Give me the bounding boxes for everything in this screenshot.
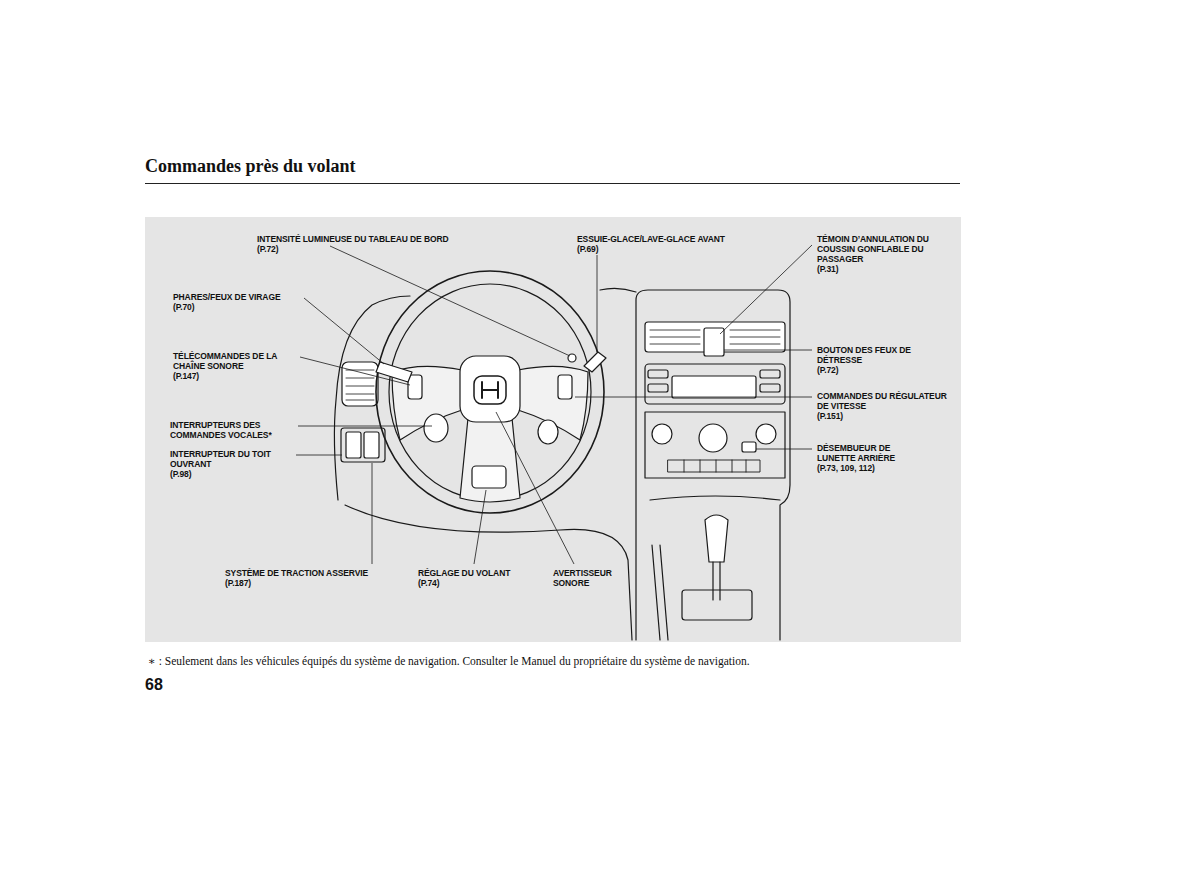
footnote: ∗ : Seulement dans les véhicules équipés…: [148, 654, 750, 668]
dashboard-drawing: [334, 271, 790, 640]
callout-label: COMMANDES DU RÉGULATEUR DE VITESSE: [817, 391, 952, 411]
wheel-rim: [376, 271, 604, 513]
page-number: 68: [145, 676, 185, 694]
shift-rod: [713, 562, 720, 600]
tilt-lever: [472, 466, 506, 488]
light-stalk: [376, 362, 412, 382]
page-reference: (P.72): [257, 244, 517, 254]
leader-lines: [296, 245, 812, 564]
callout-label: TÉMOIN D’ANNULATION DU COUSSIN GONFLABLE…: [817, 234, 935, 264]
wheel-hub: [460, 356, 520, 422]
callout-label: SYSTÈME DE TRACTION ASSERVIE: [225, 568, 405, 578]
page-title: Commandes près du volant: [145, 155, 356, 177]
page-reference: (P.73, 109, 112): [817, 463, 925, 473]
knee-panel: [345, 505, 632, 640]
leader-line: [300, 357, 410, 385]
leader-line: [474, 490, 486, 564]
bottom-spoke: [460, 418, 520, 502]
radio-display: [672, 376, 756, 398]
page-reference: (P.147): [173, 371, 291, 381]
page-reference: (P.70): [173, 302, 313, 312]
hazard-button: [704, 328, 724, 356]
callout-label: PHARES/FEUX DE VIRAGE: [173, 292, 313, 302]
traction-switch: [346, 432, 361, 458]
switch-panel: [341, 428, 385, 462]
callout-label: ESSUIE-GLACE/LAVE-GLACE AVANT: [577, 234, 777, 244]
leader-line: [720, 245, 812, 334]
callout-label: AVERTISSEUR SONORE: [553, 568, 625, 588]
leader-line: [304, 298, 384, 364]
shift-gate: [682, 590, 752, 620]
radio: [645, 364, 785, 404]
leader-line: [724, 350, 812, 351]
defrost-button: [742, 442, 756, 452]
leader-line: [330, 246, 570, 356]
climate-panel: [645, 412, 785, 478]
leader-line: [298, 426, 432, 427]
emblem: [474, 376, 506, 404]
page-reference: (P.98): [170, 469, 288, 479]
callout-label: INTERRUPTEURS DES COMMANDES VOCALES*: [170, 420, 294, 440]
callout-label: TÉLÉCOMMANDES DE LA CHAÎNE SONORE: [173, 351, 291, 371]
console: [636, 290, 790, 640]
radio-button: [760, 384, 780, 392]
dash-top: [600, 288, 636, 292]
spoke-button: [538, 420, 558, 444]
callout-label: BOUTON DES FEUX DE DÉTRESSE: [817, 345, 929, 365]
climate-knob: [756, 424, 776, 444]
radio-button: [760, 370, 780, 378]
voice-button: [424, 414, 448, 442]
page-reference: (P.31): [817, 264, 935, 274]
parking-brake: [652, 545, 668, 640]
radio-button: [648, 384, 668, 392]
page-reference: (P.69): [577, 244, 777, 254]
title-rule: [145, 183, 960, 184]
leader-line: [296, 455, 342, 456]
leader-line: [756, 449, 812, 450]
sunroof-switch: [364, 432, 379, 458]
leader-line: [496, 412, 574, 564]
climate-knob: [699, 424, 727, 452]
emblem-mark: [482, 382, 498, 398]
audio-remote: [408, 375, 422, 399]
leader-line: [372, 463, 373, 564]
page-reference: (P.151): [817, 411, 952, 421]
leader-line: [597, 255, 598, 352]
page-reference: (P.187): [225, 578, 405, 588]
callout-label: DÉSEMBUEUR DE LUNETTE ARRIÈRE: [817, 443, 925, 463]
radio-button: [648, 370, 668, 378]
wheel-rim-inner: [389, 284, 591, 500]
wiper-stalk: [584, 352, 606, 372]
figure-panel: [145, 217, 961, 642]
page-reference: (P.72): [817, 365, 929, 375]
callout-label: RÉGLAGE DU VOLANT: [418, 568, 538, 578]
cruise-buttons: [558, 375, 572, 399]
page-reference: (P.74): [418, 578, 538, 588]
left-vent: [342, 362, 378, 406]
button-row: [668, 460, 760, 472]
console-lip: [650, 496, 780, 500]
climate-knob: [652, 424, 672, 444]
leader-line: [575, 397, 812, 398]
callout-label: INTENSITÉ LUMINEUSE DU TABLEAU DE BORD: [257, 234, 517, 244]
callout-label: INTERRUPTEUR DU TOIT OUVRANT: [170, 449, 288, 469]
shift-knob: [705, 515, 728, 562]
